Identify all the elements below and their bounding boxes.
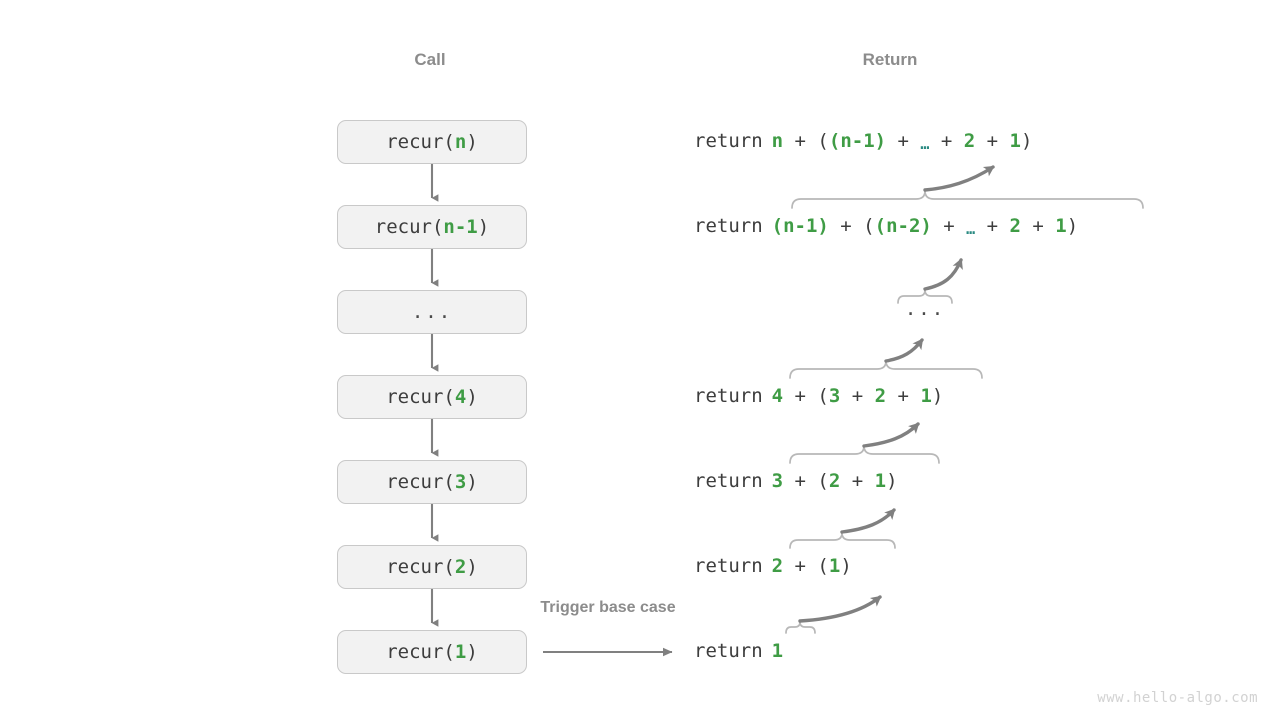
return-arrow-to-2 [798, 595, 882, 623]
call-box-text: recur(1) [386, 641, 478, 663]
brace-row-2 [789, 532, 896, 549]
return-row-3: return 3 + (2 + 1) [694, 470, 898, 492]
return-expression: 2 + (1) [771, 555, 852, 577]
return-row-n-1: return (n-1) + ((n-2) + … + 2 + 1) [694, 215, 1079, 238]
return-keyword: return [694, 130, 763, 152]
call-box-text: ... [411, 301, 453, 323]
call-box-recur-3[interactable]: recur(3) [337, 460, 527, 504]
watermark: www.hello-algo.com [1097, 690, 1258, 706]
column-header-call: Call [414, 50, 446, 69]
return-row-2: return 2 + (1) [694, 555, 852, 577]
call-box-recur-4[interactable]: recur(4) [337, 375, 527, 419]
call-box-recur-2[interactable]: recur(2) [337, 545, 527, 589]
call-box-text: recur(4) [386, 386, 478, 408]
return-expression: 3 + (2 + 1) [771, 470, 898, 492]
column-header-return: Return [862, 50, 918, 69]
return-expression: (n-1) + ((n-2) + … + 2 + 1) [771, 215, 1079, 238]
call-box-recur-n[interactable]: recur(n) [337, 120, 527, 164]
call-box-recur-n-1[interactable]: recur(n-1) [337, 205, 527, 249]
return-expression: 4 + (3 + 2 + 1) [771, 385, 944, 407]
return-arrow-to-ellipsis [884, 338, 924, 363]
call-box-recur-1[interactable]: recur(1) [337, 630, 527, 674]
brace-row-n-1 [791, 190, 1144, 209]
return-keyword: return [694, 470, 763, 492]
return-row-4: return 4 + (3 + 2 + 1) [694, 385, 943, 407]
return-row-1: return 1 [694, 640, 783, 662]
return-keyword: return [694, 555, 763, 577]
call-box-text: recur(n-1) [374, 216, 490, 238]
return-row-n: return n + ((n-1) + … + 2 + 1) [694, 130, 1033, 153]
call-box-text: recur(n) [386, 131, 478, 153]
return-row-ellipsis: ... [904, 298, 946, 320]
return-expression: 1 [771, 640, 784, 662]
brace-row-3 [789, 445, 940, 464]
brace-row-1 [785, 621, 816, 634]
call-box-text: recur(2) [386, 556, 478, 578]
return-arrow-to-n-2 [923, 258, 963, 291]
return-arrow-to-n [923, 165, 995, 192]
return-expression: n + ((n-1) + … + 2 + 1) [771, 130, 1033, 153]
return-keyword: return [694, 640, 763, 662]
return-arrow-to-3 [840, 508, 896, 534]
trigger-base-case-label: Trigger base case [540, 599, 676, 616]
call-box-ellipsis[interactable]: ... [337, 290, 527, 334]
brace-row-4 [789, 360, 983, 379]
call-box-text: recur(3) [386, 471, 478, 493]
return-keyword: return [694, 215, 763, 237]
return-keyword: return [694, 385, 763, 407]
return-arrow-to-4 [862, 422, 920, 448]
